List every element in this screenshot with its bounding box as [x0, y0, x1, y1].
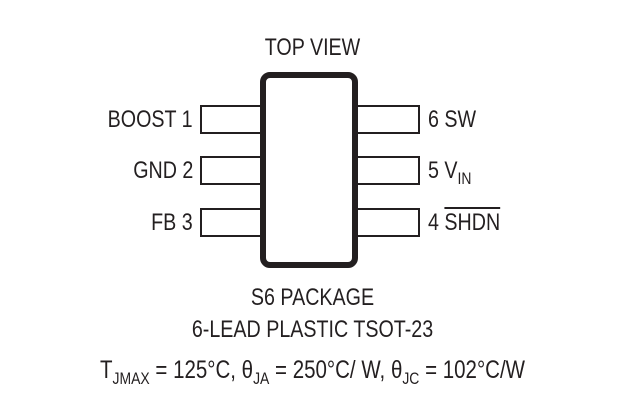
pin-5-lead [356, 156, 420, 185]
pin-label-vin: 5 VIN [428, 157, 471, 188]
pin-label-shdn: 4 SHDN [428, 211, 500, 235]
pin-3-lead [200, 208, 264, 237]
pin-label-boost: BOOST 1 [108, 106, 193, 133]
pin-1-lead [200, 105, 264, 134]
theta-ja-subscript: JA [253, 369, 270, 388]
pin-label-vin-main: 5 V [428, 157, 458, 184]
theta-jc-value: = 102°C/W [419, 356, 525, 384]
pin-4-lead [356, 208, 420, 237]
diagram-title: TOP VIEW [264, 34, 361, 61]
pin-6-lead [356, 105, 420, 134]
pin-label-shdn-name: SHDN [444, 209, 501, 236]
theta-jc-symbol: θ [390, 356, 403, 384]
package-name: S6 PACKAGE [250, 284, 375, 311]
pin-label-shdn-number: 4 [428, 209, 445, 236]
theta-ja-value: = 250°C/ W, [269, 356, 391, 384]
tjmax-value: = 125°C, [149, 356, 242, 384]
pin-label-vin-subscript: IN [457, 169, 472, 188]
pin-label-fb: FB 3 [151, 209, 193, 236]
tjmax-symbol: T [100, 356, 113, 384]
ic-package-body [260, 72, 358, 268]
pin-label-gnd: GND 2 [132, 157, 193, 184]
theta-ja-symbol: θ [241, 356, 254, 384]
tjmax-subscript: JMAX [112, 369, 150, 388]
pin-label-sw: 6 SW [428, 106, 477, 133]
thermal-specs: TJMAX = 125°C, θJA = 250°C/ W, θJC = 102… [56, 356, 569, 388]
theta-jc-subscript: JC [402, 369, 420, 388]
pin-2-lead [200, 156, 264, 185]
package-description: 6-LEAD PLASTIC TSOT-23 [191, 316, 434, 343]
